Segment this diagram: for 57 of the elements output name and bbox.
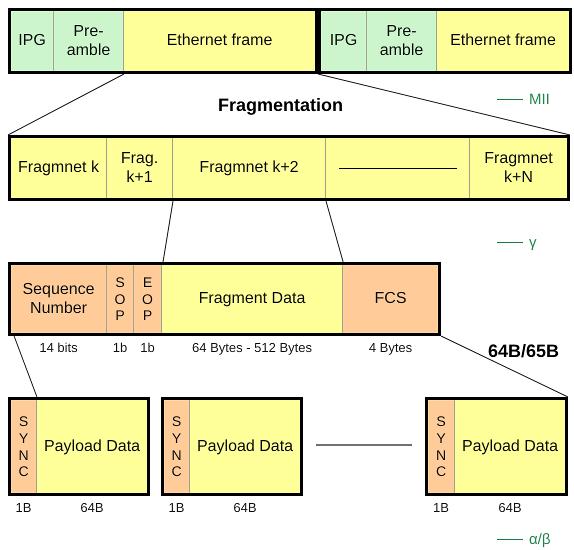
field-label: Fragmnet k xyxy=(18,158,99,178)
field-label: Ethernet frame xyxy=(450,31,556,51)
field-label: SOP xyxy=(114,274,126,324)
size-label: 4 Bytes xyxy=(368,340,414,355)
expansion-line xyxy=(162,200,174,262)
field-label: Pre- amble xyxy=(66,22,112,60)
frame-field xyxy=(321,11,367,71)
expansion-line xyxy=(8,74,124,136)
field-label: SYNC xyxy=(18,413,30,480)
field-label: SYNC xyxy=(170,413,182,480)
legend-label: α/β xyxy=(529,531,550,548)
frame-field xyxy=(11,11,54,71)
field-label: IPG xyxy=(330,31,358,51)
legend-label: γ xyxy=(529,234,536,251)
frame-field xyxy=(11,138,107,198)
frame-field xyxy=(124,11,315,71)
size-label: 64B xyxy=(497,500,523,515)
heading-label: 64B/65B xyxy=(488,341,560,362)
heading-label: Fragmentation xyxy=(218,95,344,116)
field-label: Payload Data xyxy=(196,436,294,456)
size-label: 64B xyxy=(79,500,105,515)
field-label: EOP xyxy=(142,274,154,324)
field-label: Payload Data xyxy=(44,436,140,456)
frame-box xyxy=(8,8,318,74)
expansion-line xyxy=(14,336,38,398)
field-label: Frag. k+1 xyxy=(120,148,160,188)
frame-field xyxy=(173,138,326,198)
field-label: Fragmnet k+2 xyxy=(199,158,299,178)
size-label: 64 Bytes - 512 Bytes xyxy=(191,340,313,355)
frame-field xyxy=(437,11,569,71)
field-label: Pre- amble xyxy=(378,22,424,60)
size-label: 1b xyxy=(112,340,128,355)
field-label: SYNC xyxy=(435,413,447,480)
expansion-line xyxy=(440,336,568,398)
field-label: Sequence Number xyxy=(21,280,96,318)
field-label: FCS xyxy=(374,289,406,309)
frame-field xyxy=(107,138,173,198)
field-label: Ethernet frame xyxy=(166,31,272,51)
size-label: 1B xyxy=(432,500,450,515)
frame-field xyxy=(470,138,567,198)
field-label: Fragmnet k+N xyxy=(483,148,554,188)
field-label: Payload Data xyxy=(462,436,558,456)
expansion-line xyxy=(318,74,570,136)
frame-box xyxy=(318,8,572,74)
size-label: 1B xyxy=(168,500,186,515)
size-label: 64B xyxy=(232,500,258,515)
size-label: 1B xyxy=(14,500,32,515)
frame-field xyxy=(54,11,124,71)
field-label: Fragment Data xyxy=(198,289,306,309)
frame-field xyxy=(367,11,437,71)
field-label: IPG xyxy=(18,31,46,51)
expansion-line xyxy=(326,200,344,262)
size-label: 14 bits xyxy=(38,340,79,355)
frame-box xyxy=(8,135,570,201)
frame-field xyxy=(326,138,470,198)
legend-label: MII xyxy=(529,91,550,108)
size-label: 1b xyxy=(139,340,156,355)
